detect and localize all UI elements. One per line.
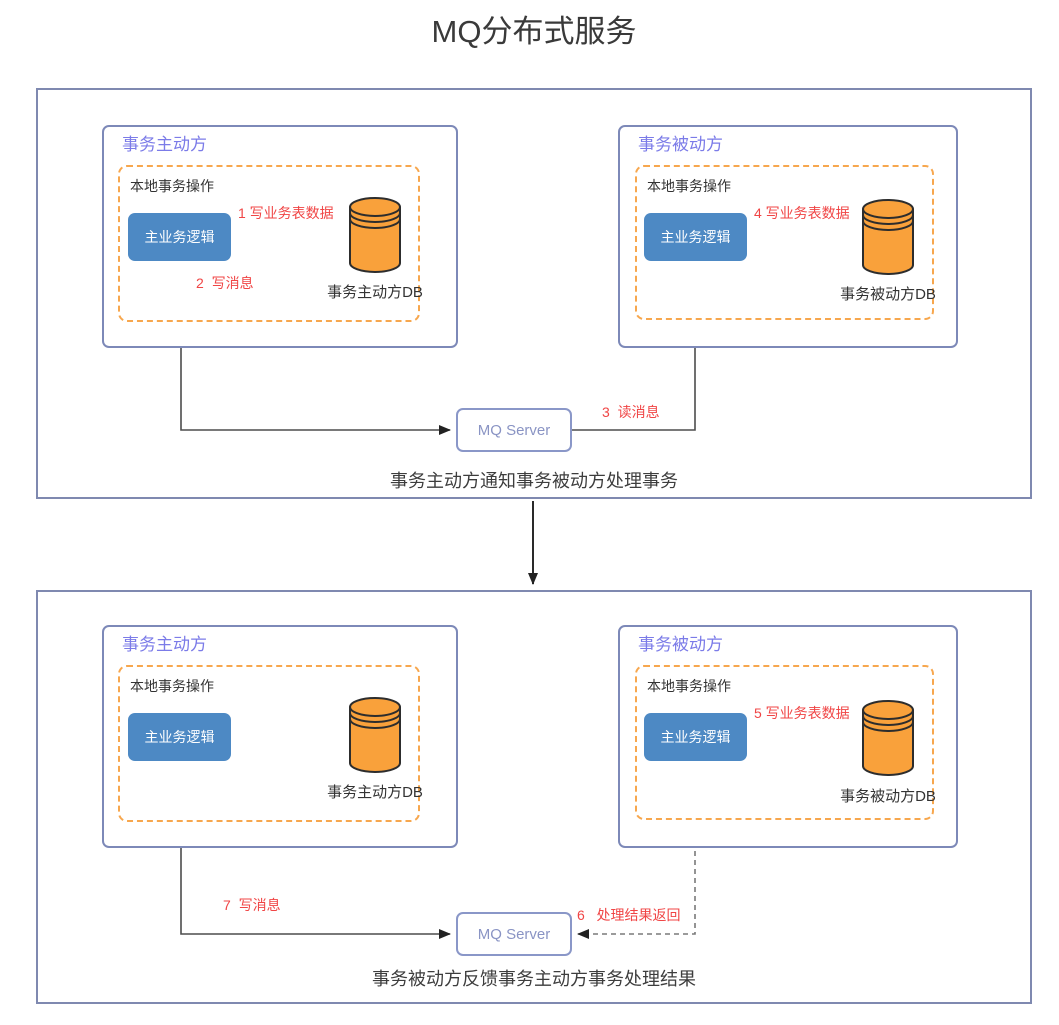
step-label-2: 2 写消息: [196, 275, 254, 291]
local-op-label-active-2: 本地事务操作: [130, 678, 214, 694]
mq-server-node-2: MQ Server: [456, 912, 572, 956]
party-title-passive-1: 事务被动方: [638, 135, 723, 154]
database-cylinder-icon: [862, 700, 914, 776]
local-transaction-region-passive-1: [635, 165, 934, 320]
step-label-7: 7 写消息: [223, 897, 281, 913]
step-label-6: 6 处理结果返回: [577, 907, 681, 923]
database-cylinder-icon: [349, 697, 401, 773]
local-op-label-passive-2: 本地事务操作: [647, 678, 731, 694]
db-label-active-2: 事务主动方DB: [327, 784, 423, 801]
main-logic-node-passive-1: 主业务逻辑: [644, 213, 747, 261]
panel2-caption: 事务被动方反馈事务主动方事务处理结果: [372, 969, 696, 989]
local-op-label-active-1: 本地事务操作: [130, 178, 214, 194]
party-title-passive-2: 事务被动方: [638, 635, 723, 654]
party-title-active-1: 事务主动方: [122, 135, 207, 154]
main-logic-node-active-1: 主业务逻辑: [128, 213, 231, 261]
step-label-4: 4 写业务表数据: [754, 205, 850, 221]
db-label-passive-2: 事务被动方DB: [840, 788, 936, 805]
main-logic-node-active-2: 主业务逻辑: [128, 713, 231, 761]
db-label-passive-1: 事务被动方DB: [840, 286, 936, 303]
local-transaction-region-passive-2: [635, 665, 934, 820]
step-label-5: 5 写业务表数据: [754, 705, 850, 721]
main-logic-node-passive-2: 主业务逻辑: [644, 713, 747, 761]
local-op-label-passive-1: 本地事务操作: [647, 178, 731, 194]
database-cylinder-icon: [862, 199, 914, 275]
mq-server-node-1: MQ Server: [456, 408, 572, 452]
database-cylinder-icon: [349, 197, 401, 273]
step-label-3: 3 读消息: [602, 404, 660, 420]
page-title: MQ分布式服务: [431, 14, 637, 49]
step-label-1: 1 写业务表数据: [238, 205, 334, 221]
db-label-active-1: 事务主动方DB: [327, 284, 423, 301]
panel1-caption: 事务主动方通知事务被动方处理事务: [390, 471, 678, 491]
party-title-active-2: 事务主动方: [122, 635, 207, 654]
